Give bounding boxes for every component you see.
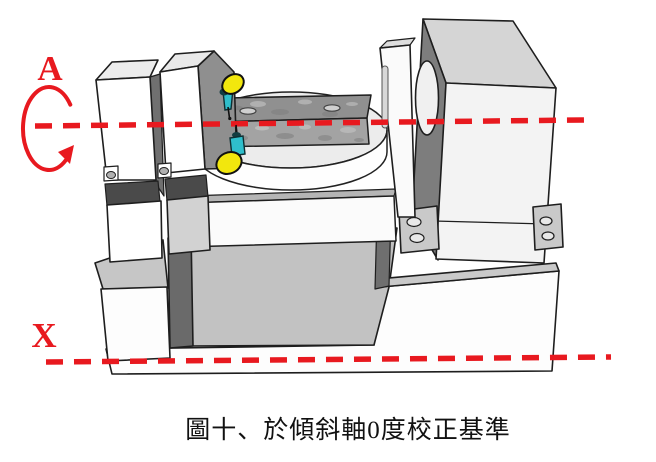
indicator-dial bbox=[215, 151, 243, 175]
column2-stand bbox=[166, 195, 211, 255]
housing-front-face bbox=[435, 82, 557, 264]
x-axis-label: X bbox=[31, 316, 56, 355]
bearing-plate bbox=[379, 37, 416, 218]
clamp-screw bbox=[159, 167, 169, 175]
bearing-disc bbox=[414, 60, 440, 136]
screw-head bbox=[539, 216, 553, 226]
rotation-arrowhead bbox=[58, 145, 74, 164]
a-axis-rotation-arrow bbox=[20, 85, 73, 172]
housing-bottom-seam bbox=[433, 220, 547, 225]
needle-contact-point bbox=[228, 116, 232, 121]
dial-indicator-top bbox=[219, 73, 245, 121]
workpiece-hole bbox=[239, 107, 257, 115]
screw-head bbox=[541, 231, 555, 241]
machine-base bbox=[105, 211, 560, 375]
screw-head bbox=[409, 232, 425, 244]
indicator-stem bbox=[229, 135, 246, 157]
left-pedestal-front-face bbox=[100, 286, 171, 362]
column2-front-face bbox=[159, 65, 206, 174]
x-axis-dashed-line bbox=[45, 354, 612, 365]
plate-slot bbox=[381, 65, 389, 129]
column1-front-face bbox=[95, 76, 157, 181]
screw-head bbox=[406, 216, 422, 228]
a-axis-dashed-line bbox=[34, 117, 585, 129]
dial-indicator-front bbox=[215, 124, 246, 175]
plate-front-face bbox=[379, 44, 416, 218]
table-pedestal bbox=[182, 188, 397, 248]
column1-stand bbox=[106, 200, 163, 263]
foot-flange bbox=[532, 203, 564, 251]
indicator-needle bbox=[227, 106, 231, 119]
a-axis-label: A bbox=[37, 49, 63, 88]
housing-right-foot bbox=[532, 203, 564, 251]
x-axis-annotation: X bbox=[31, 316, 612, 365]
a-axis-annotation: A bbox=[20, 49, 585, 172]
drive-housing bbox=[398, 18, 564, 264]
table-rim bbox=[194, 129, 388, 191]
clamp-screw bbox=[106, 171, 116, 179]
figure-caption: 圖十、於傾斜軸0度校正基準 bbox=[185, 416, 511, 444]
workpiece-hole bbox=[323, 104, 341, 112]
indicator-dial bbox=[221, 73, 245, 95]
pedestal-front-face bbox=[182, 195, 397, 248]
column1-clamp-notch bbox=[103, 165, 119, 182]
column2-clamp-notch bbox=[157, 162, 172, 179]
